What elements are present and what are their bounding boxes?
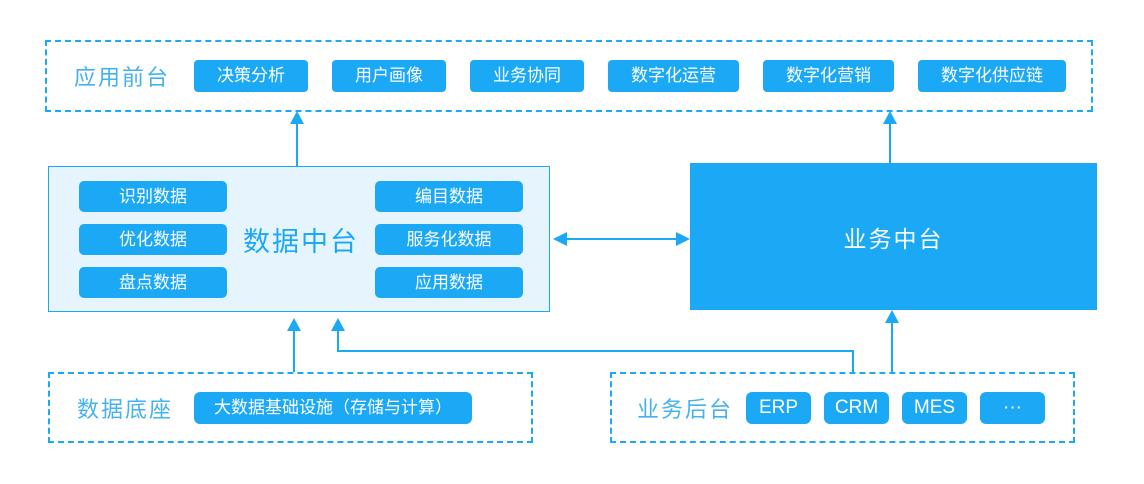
- node-digital-supply-chain: 数字化供应链: [918, 60, 1067, 92]
- data-platform-left-column: 识别数据 优化数据 盘点数据: [79, 180, 227, 298]
- node-identify-data: 识别数据: [79, 180, 227, 212]
- business-platform-title: 业务中台: [843, 225, 944, 252]
- arrow-foundation-to-data-platform: [287, 318, 301, 372]
- data-platform-box: 识别数据 优化数据 盘点数据 数据中台 编目数据 服务化数据 应用数据: [48, 166, 550, 312]
- front-stage-label: 应用前台: [74, 65, 171, 90]
- data-foundation-label: 数据底座: [77, 396, 174, 422]
- arrow-backend-to-data-platform: [331, 318, 854, 372]
- data-foundation-zone: 数据底座 大数据基础设施（存储与计算）: [48, 372, 533, 443]
- data-platform-title: 数据中台: [243, 226, 359, 257]
- node-mes: MES: [902, 391, 968, 424]
- node-catalog-data: 编目数据: [375, 180, 523, 212]
- business-backend-label: 业务后台: [637, 396, 734, 422]
- business-platform-box: 业务中台: [690, 163, 1097, 310]
- node-application-data: 应用数据: [375, 266, 523, 298]
- node-digital-operations: 数字化运营: [608, 60, 740, 92]
- data-platform-right-column: 编目数据 服务化数据 应用数据: [375, 180, 523, 298]
- node-crm: CRM: [824, 391, 890, 424]
- business-backend-zone: 业务后台 ERP CRM MES ···: [610, 372, 1075, 443]
- node-inventory-data: 盘点数据: [79, 266, 227, 298]
- node-more-systems: ···: [980, 391, 1046, 424]
- node-decision-analysis: 决策分析: [194, 60, 309, 92]
- node-servicized-data: 服务化数据: [375, 223, 523, 255]
- node-digital-marketing: 数字化营销: [763, 60, 895, 92]
- node-optimize-data: 优化数据: [79, 223, 227, 255]
- arrow-business-platform-to-front-stage: [883, 111, 897, 163]
- arrow-data-platform-to-front-stage: [290, 111, 304, 166]
- node-business-collaboration: 业务协同: [470, 60, 585, 92]
- node-big-data-infrastructure: 大数据基础设施（存储与计算）: [194, 391, 473, 424]
- arrow-data-business-bidirectional: [553, 232, 690, 246]
- arrow-backend-to-business-platform: [885, 310, 899, 372]
- front-stage-zone: 应用前台 决策分析 用户画像 业务协同 数字化运营 数字化营销 数字化供应链: [45, 40, 1093, 112]
- node-user-profile: 用户画像: [332, 60, 447, 92]
- node-erp: ERP: [746, 391, 812, 424]
